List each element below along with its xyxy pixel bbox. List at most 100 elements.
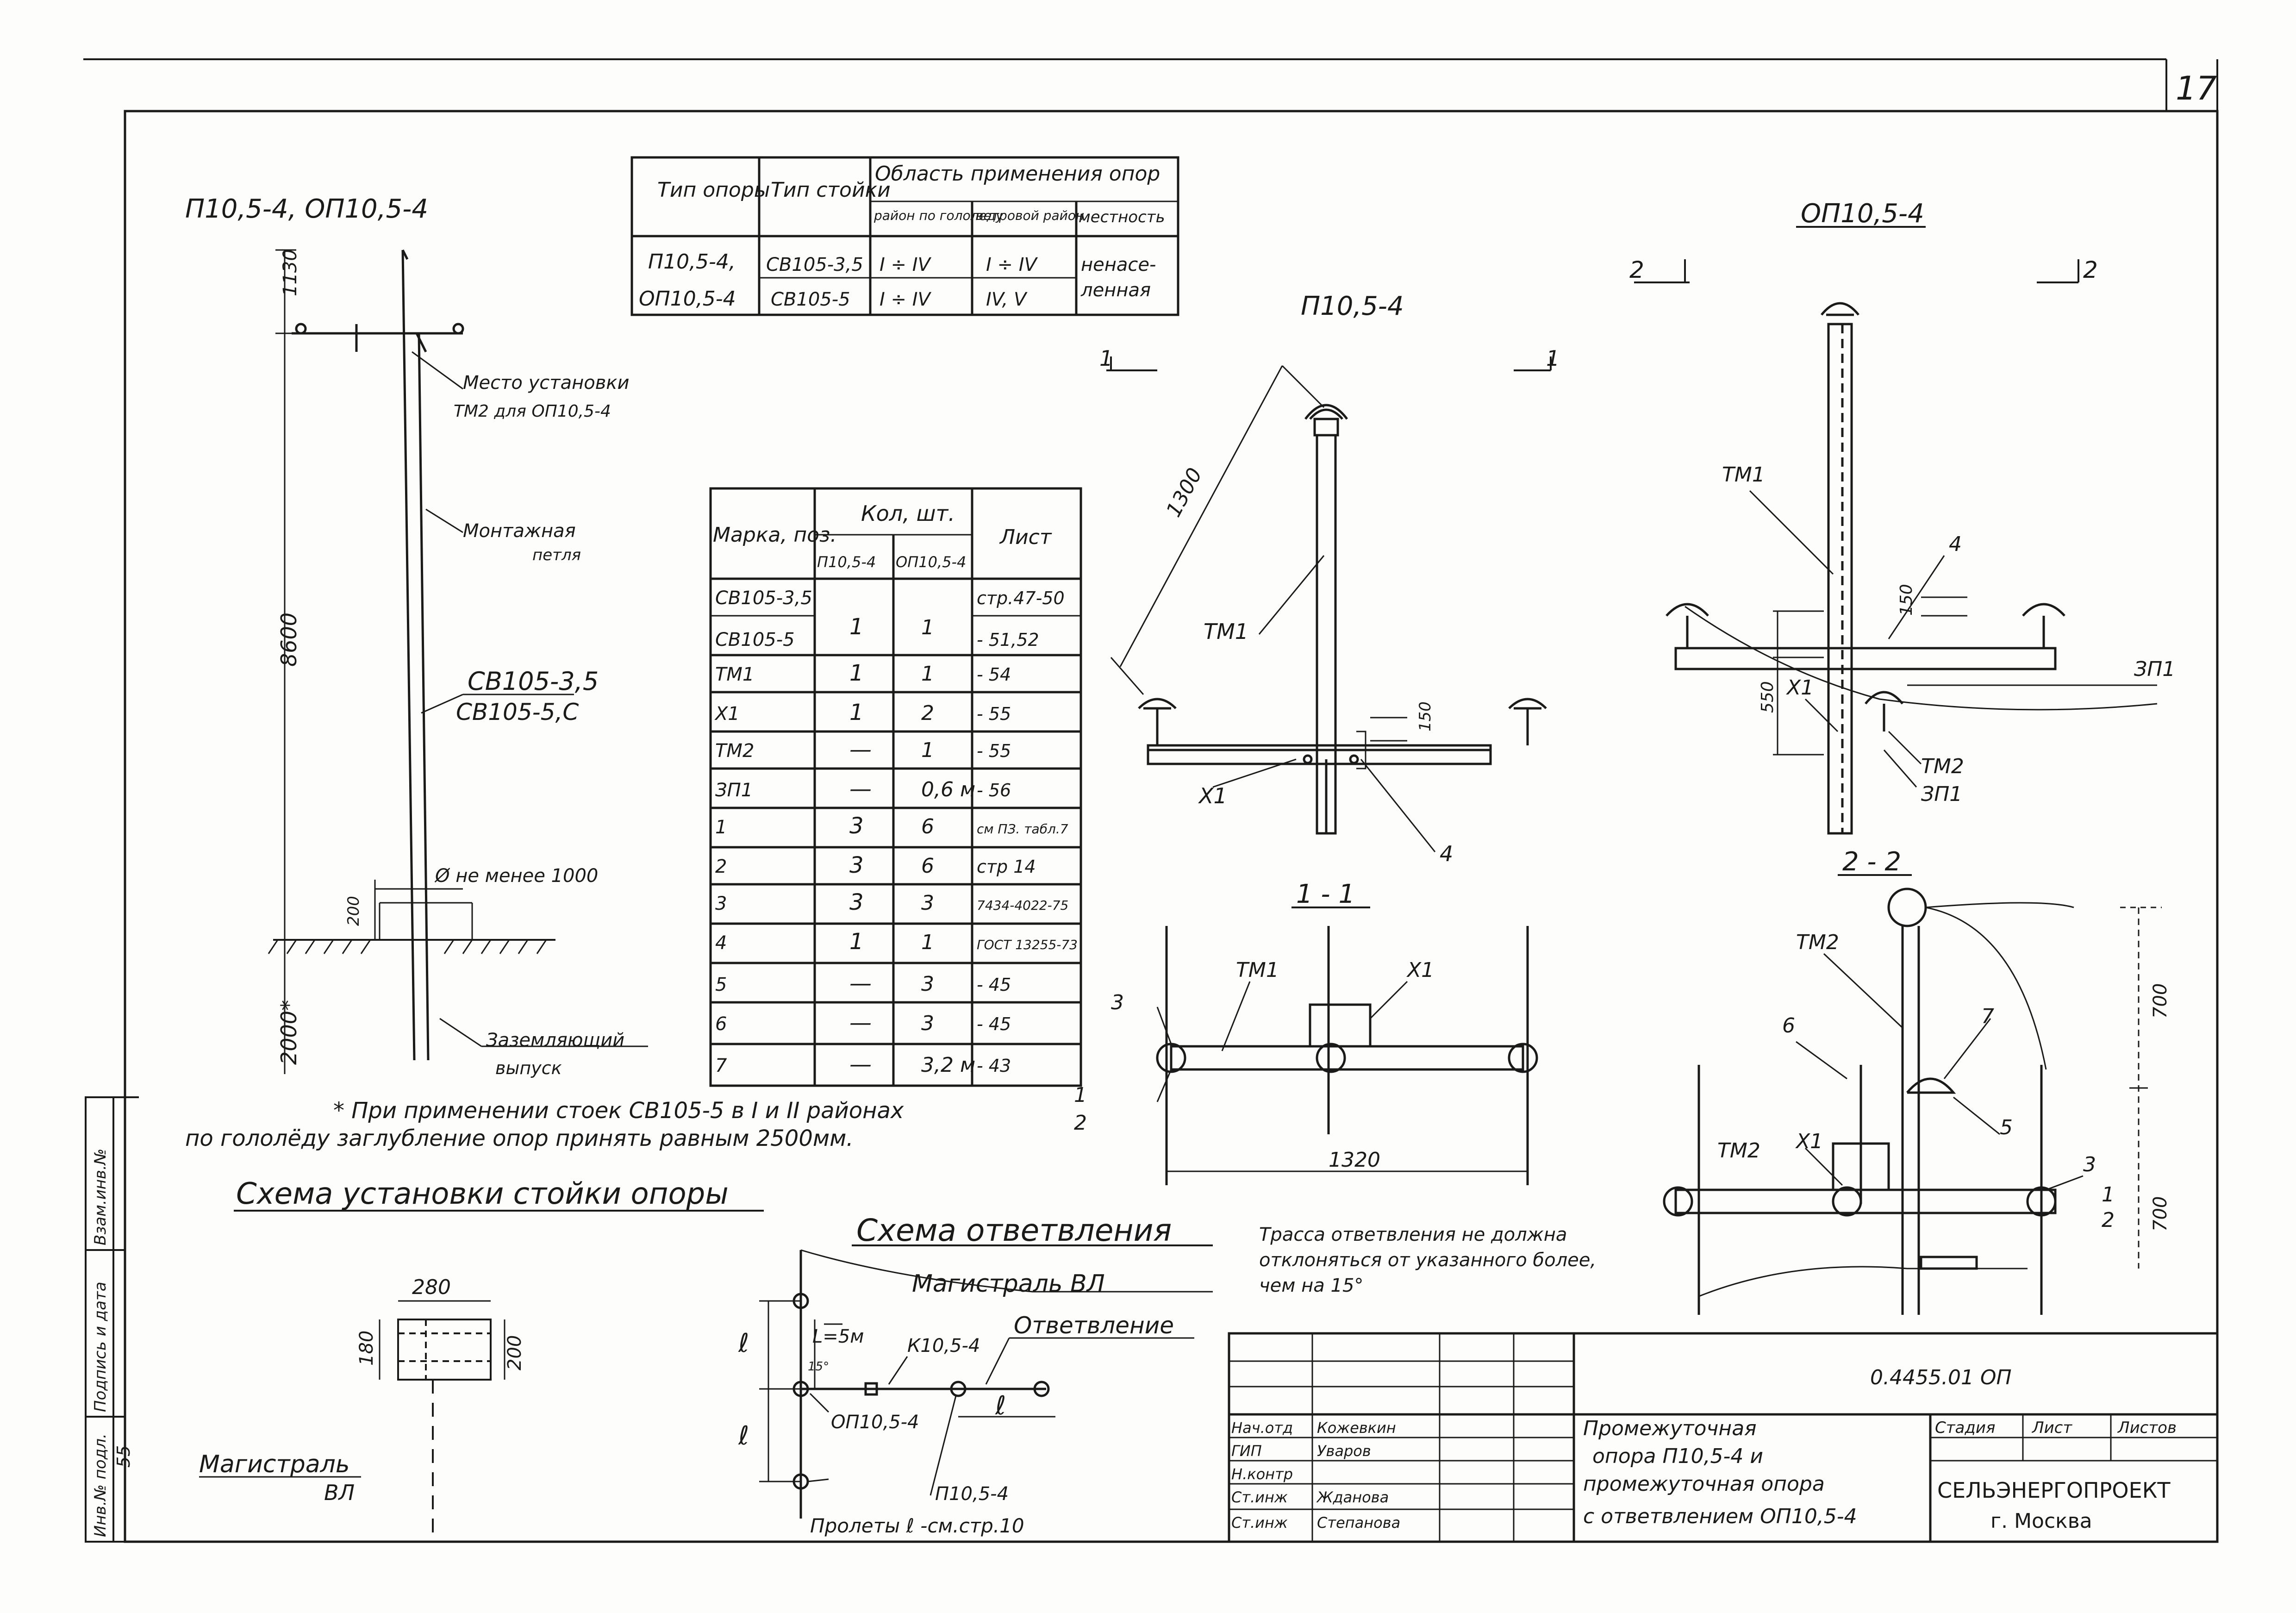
strip-label-inv: Инв.№ подл. — [91, 1433, 110, 1537]
tb-city: г. Москва — [1990, 1509, 2092, 1533]
spec-cell-sheet: - 45 — [977, 1014, 1011, 1034]
tb-role-4: Ст.инж — [1231, 1514, 1288, 1532]
view-2-2-dim-a: 700 — [2150, 983, 2171, 1019]
view-1-1-title: 1 - 1 — [1296, 879, 1355, 909]
view-2-2-title: 2 - 2 — [1842, 847, 1901, 877]
strip-label-replace: Взам.инв.№ — [91, 1149, 110, 1245]
label-loop-2: петля — [532, 546, 581, 564]
label-mount-1: Место установки — [463, 372, 629, 394]
dim-pole-depth: 2000* — [276, 1000, 301, 1065]
view-op-section-left: 2 — [1629, 256, 1644, 283]
tb-role-1: ГИП — [1231, 1442, 1262, 1460]
spec-cell-mark: 5 — [715, 974, 727, 995]
tb-stage-h0: Стадия — [1935, 1419, 1995, 1437]
view-op-label-tm1: ТМ1 — [1722, 463, 1765, 487]
strip-label-sign: Подпись и дата — [91, 1282, 110, 1412]
app-r1-area: ненасе- — [1081, 254, 1156, 275]
app-r2-area: ленная — [1080, 280, 1151, 301]
view-1-1-label-x1: Х1 — [1406, 958, 1434, 982]
dim-pole-small: 200 — [344, 896, 363, 926]
install-dim-h1: 180 — [356, 1331, 377, 1366]
tb-stage-h1: Лист — [2031, 1419, 2072, 1437]
view-2-2-label-7: 7 — [1981, 1005, 1994, 1028]
app-r1-wind: I ÷ IV — [986, 254, 1038, 275]
spec-cell-op: 2 — [921, 701, 934, 725]
view-p-section-left: 1 — [1099, 346, 1113, 371]
view-2-2-label-3: 3 — [2083, 1153, 2096, 1176]
branch-scheme-title: Схема ответвления — [856, 1213, 1172, 1248]
spec-cell-p: 3 — [849, 852, 864, 878]
view-p-title: П10,5-4 — [1301, 291, 1404, 321]
spec-cell-sheet: - 55 — [977, 741, 1011, 761]
spec-th-op: ОП10,5-4 — [896, 553, 966, 571]
spec-cell-p: — — [849, 970, 872, 996]
label-ground-2: выпуск — [495, 1058, 562, 1078]
spec-cell-sheet: стр 14 — [977, 857, 1036, 877]
spec-th-sheet: Лист — [999, 525, 1052, 549]
frame — [83, 58, 2219, 1543]
spec-th-qty: Кол, шт. — [861, 501, 955, 526]
app-r2-wind: IV, V — [986, 289, 1028, 310]
view-op-label-zp1b: ЗП1 — [1921, 782, 1962, 806]
spec-cell-mark: ЗП1 — [715, 780, 753, 801]
spec-cell-sheet: - 51,52 — [977, 630, 1039, 650]
spec-cell-op: 3,2 м — [921, 1053, 975, 1077]
spec-cell-op: 6 — [921, 854, 934, 878]
app-r2-stoika: СВ105-5 — [771, 289, 850, 310]
spec-th-mark: Марка, поз. — [713, 523, 836, 547]
spec-cell-mark: 2 — [715, 856, 727, 877]
branch-main-line: Магистраль ВЛ — [912, 1270, 1105, 1298]
spec-cell-p: 3 — [849, 813, 864, 839]
view-p-section-right: 1 — [1546, 346, 1560, 371]
branch-l-1: ℓ — [738, 1328, 749, 1358]
install-label-2: ВЛ — [324, 1480, 355, 1505]
view-2-2-label-x1: Х1 — [1795, 1130, 1823, 1153]
label-mount-2: ТМ2 для ОП10,5-4 — [454, 402, 611, 421]
spec-cell-mark: 3 — [715, 893, 727, 914]
dim-pit-diameter: Ø не менее 1000 — [434, 865, 598, 887]
spec-table: Марка, поз. Кол, шт. П10,5-4 ОП10,5-4 Ли… — [709, 487, 1082, 1087]
view-2-2-label-2: 2 — [2102, 1208, 2115, 1232]
tb-role-3: Ст.инж — [1231, 1488, 1288, 1506]
view-2-2-label-tm2a: ТМ2 — [1796, 931, 1839, 954]
spec-cell-p: — — [849, 776, 872, 802]
spec-cell-p: — — [849, 737, 872, 763]
app-th-ice: район по гололеду — [873, 208, 1004, 223]
label-ground-1: Заземляющий — [486, 1030, 624, 1051]
spec-cell-mark: ТМ2 — [715, 740, 754, 762]
spec-cell-sheet: см ПЗ. табл.7 — [977, 821, 1068, 837]
spec-cell-op: 3 — [921, 891, 934, 915]
spec-cell-op: 3 — [921, 972, 934, 996]
view-op-label-zp1: ЗП1 — [2134, 657, 2175, 681]
spec-cell-op: 0,6 м — [921, 778, 975, 801]
view-p-dim-small: 150 — [1416, 701, 1435, 731]
label-rack-2: СВ105-5,С — [456, 699, 579, 725]
spec-cell-mark: 6 — [715, 1013, 727, 1035]
dim-pole-top: 1130 — [280, 249, 301, 296]
spec-cell-p: 1 — [849, 700, 864, 725]
install-dim-h2: 200 — [504, 1335, 525, 1370]
spec-cell-mark: 4 — [715, 932, 727, 954]
app-th-wind: ветровой район — [976, 208, 1084, 223]
branch-spans: Пролеты ℓ -см.стр.10 — [810, 1514, 1024, 1537]
view-2-2-dim-b: 700 — [2150, 1196, 2171, 1232]
spec-cell-sheet: 7434-4022-75 — [977, 898, 1068, 913]
spec-cell-op: 1 — [921, 616, 934, 639]
tb-code: 0.4455.01 ОП — [1870, 1366, 2012, 1389]
spec-cell-sheet: - 43 — [977, 1056, 1011, 1076]
install-dim-width: 280 — [412, 1275, 451, 1299]
app-r2-opora: ОП10,5-4 — [639, 287, 736, 311]
install-scheme: Схема установки стойки опоры 280 180 200… — [199, 1177, 764, 1542]
view-2-2: 2 - 2 — [1663, 847, 2171, 1315]
view-op-dim-b: 550 — [1758, 681, 1777, 713]
spec-cell-mark: 7 — [715, 1055, 727, 1076]
view-1-1-label-1: 1 — [1074, 1083, 1087, 1107]
spec-cell-op: 1 — [921, 931, 934, 954]
spec-cell-mark: СВ105-5 — [715, 629, 795, 650]
spec-cell-mark: СВ105-3,5 — [715, 588, 812, 609]
application-table: Тип опоры Тип стойки Область применения … — [630, 156, 1179, 316]
view-p-label-4: 4 — [1440, 841, 1453, 866]
view-op-section-right: 2 — [2083, 256, 2098, 283]
